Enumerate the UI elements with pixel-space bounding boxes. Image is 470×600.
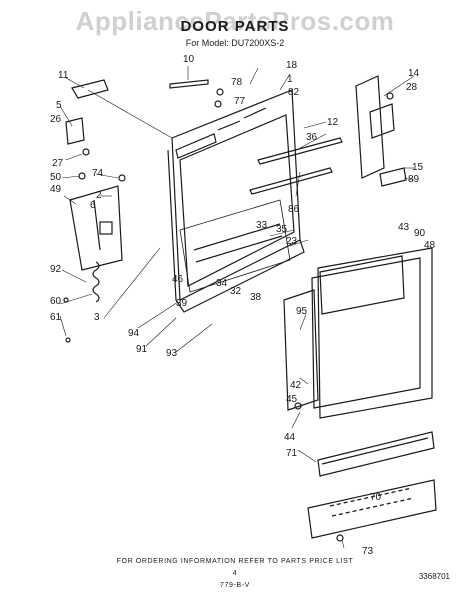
side-panel-49 xyxy=(69,185,123,271)
latch-89 xyxy=(379,167,407,187)
callout-label: 45 xyxy=(286,394,298,405)
callout-label: 6 xyxy=(90,200,96,211)
callout-label: 10 xyxy=(183,54,195,65)
spring-60 xyxy=(92,261,100,303)
handle-11 xyxy=(71,79,109,99)
callout-label: 38 xyxy=(250,292,262,303)
callout-label: 95 xyxy=(296,306,308,317)
panel-90 xyxy=(311,257,421,409)
callout-label: 12 xyxy=(327,117,339,128)
model-line: For Model: DU7200XS-2 xyxy=(185,38,285,48)
callout-label: 49 xyxy=(50,184,62,195)
callout-label: 86 xyxy=(288,204,300,215)
callout-label: 27 xyxy=(52,158,64,169)
callout-label: 70 xyxy=(370,492,382,503)
callout-label: 15 xyxy=(412,162,424,173)
callout-label: 14 xyxy=(408,68,420,79)
callout-label: 73 xyxy=(362,546,374,557)
kick-plate-70 xyxy=(307,479,437,539)
top-bar-10 xyxy=(169,79,209,89)
callout-label: 91 xyxy=(136,344,148,355)
callout-label: 60 xyxy=(50,296,62,307)
callout-label: 90 xyxy=(414,228,426,239)
callout-label: 32 xyxy=(230,286,242,297)
callout-label: 1 xyxy=(287,74,293,85)
callout-label: 5 xyxy=(56,100,62,111)
callout-label: 18 xyxy=(286,60,298,71)
callout-label: 71 xyxy=(286,448,298,459)
panel-43 xyxy=(319,255,405,315)
revision-code: 779-B-V xyxy=(220,582,250,589)
callout-label: 48 xyxy=(424,240,436,251)
ordering-note: FOR ORDERING INFORMATION REFER TO PARTS … xyxy=(116,558,354,565)
callout-label: 89 xyxy=(408,174,420,185)
callout-label: 2 xyxy=(96,190,102,201)
page-number: 4 xyxy=(232,570,238,577)
callout-label: 3 xyxy=(94,312,100,323)
diagram-title: DOOR PARTS xyxy=(180,18,290,35)
callout-label: 94 xyxy=(128,328,140,339)
callout-label: 82 xyxy=(288,87,300,98)
callout-label: 43 xyxy=(398,222,410,233)
callout-label: 11 xyxy=(58,70,69,81)
vent-strip xyxy=(175,133,217,159)
latch-assembly xyxy=(179,199,291,293)
callout-label: 46 xyxy=(172,274,184,285)
callout-label: 26 xyxy=(50,114,62,125)
callout-label: 50 xyxy=(50,172,62,183)
callout-label: 92 xyxy=(50,264,62,275)
callout-label: 61 xyxy=(50,312,62,323)
callout-label: 28 xyxy=(406,82,418,93)
door-frame xyxy=(171,89,301,301)
watermark: AppliancePartsPros.com xyxy=(75,6,395,36)
callout-label: 39 xyxy=(176,298,188,309)
rack-rail-86 xyxy=(249,167,333,195)
outer-panel-48 xyxy=(317,247,433,419)
callout-labels: 11 10 78 18 1 77 82 5 26 14 28 12 36 27 … xyxy=(50,54,436,557)
callout-label: 42 xyxy=(290,380,302,391)
callout-label: 77 xyxy=(234,96,246,107)
callout-label: 36 xyxy=(306,132,318,143)
callout-label: 23 xyxy=(286,236,298,247)
trim-71 xyxy=(317,431,435,477)
hinge-panel-12 xyxy=(355,75,385,179)
callout-label: 78 xyxy=(231,77,243,88)
insulation-95 xyxy=(283,289,319,411)
bracket-26 xyxy=(65,117,85,145)
document-number: 3368701 xyxy=(418,572,450,581)
callout-label: 35 xyxy=(276,224,288,235)
callout-label: 74 xyxy=(92,168,104,179)
rack-rail-36 xyxy=(257,137,343,165)
callout-label: 33 xyxy=(256,220,268,231)
callout-label: 93 xyxy=(166,348,178,359)
callout-label: 34 xyxy=(216,278,228,289)
callout-label: 44 xyxy=(284,432,296,443)
